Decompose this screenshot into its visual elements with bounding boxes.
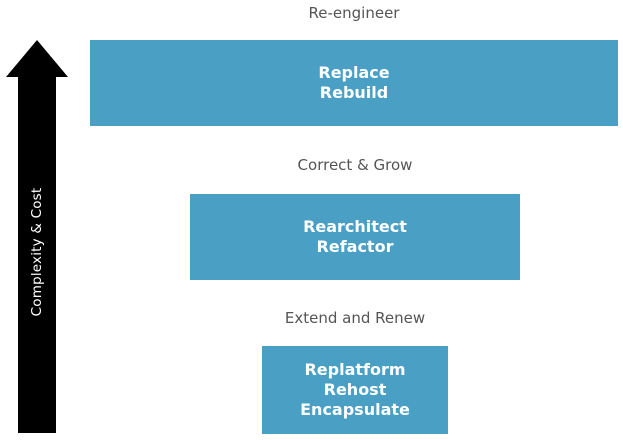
tier-box-correct-grow: Rearchitect Refactor [190, 194, 520, 280]
complexity-cost-arrow [6, 40, 68, 433]
arrow-shape [6, 40, 68, 433]
tier-caption-re-engineer: Re-engineer [308, 4, 400, 22]
tier-line: Rehost [323, 380, 387, 399]
tier-box-extend-renew: Replatform Rehost Encapsulate [262, 346, 448, 434]
tier-line: Replace [318, 63, 390, 82]
tier-caption-extend-renew: Extend and Renew [284, 309, 426, 327]
tier-caption-correct-grow: Correct & Grow [297, 156, 413, 174]
tier-line: Rebuild [319, 83, 389, 102]
tier-box-re-engineer: Replace Rebuild [90, 40, 618, 126]
axis-label: Complexity & Cost [29, 187, 45, 317]
tier-line: Refactor [316, 237, 394, 256]
tier-line: Rearchitect [303, 217, 407, 236]
tier-line: Encapsulate [300, 400, 410, 419]
tier-line: Replatform [304, 360, 406, 379]
